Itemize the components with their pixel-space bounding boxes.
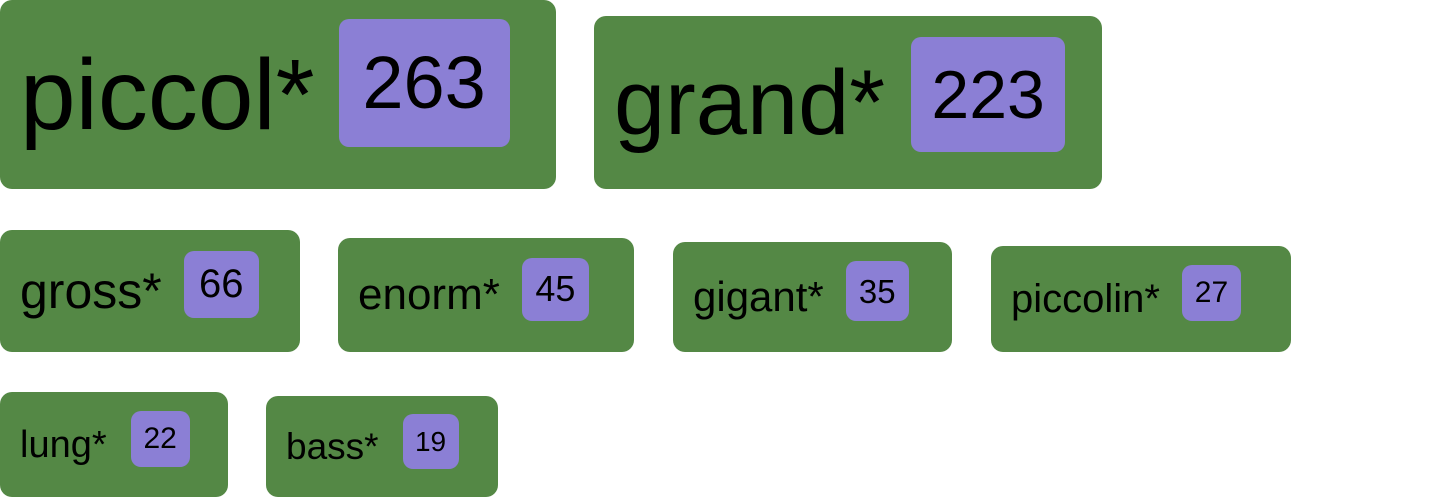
tag-label: gross*: [20, 263, 162, 319]
tag-count-badge: 22: [130, 410, 190, 467]
tag-label: gigant*: [693, 273, 824, 320]
tag-label: piccol*: [20, 38, 315, 151]
tag-label: grand*: [614, 51, 886, 154]
tag-count-badge: 263: [338, 18, 510, 147]
tag-bass[interactable]: bass* 19: [266, 396, 498, 497]
tag-count-badge: 66: [183, 250, 259, 318]
tag-count-badge: 27: [1181, 265, 1241, 321]
tag-gross[interactable]: gross* 66: [0, 230, 300, 352]
tag-gigant[interactable]: gigant* 35: [673, 242, 952, 352]
tag-label: piccolin*: [1011, 277, 1160, 321]
tag-lung[interactable]: lung* 22: [0, 392, 228, 497]
tag-count-badge: 35: [845, 261, 909, 321]
tag-enorm[interactable]: enorm* 45: [338, 238, 634, 352]
tag-label: bass*: [286, 426, 379, 467]
tag-piccol[interactable]: piccol*263: [0, 0, 556, 189]
tag-piccolin[interactable]: piccolin* 27: [991, 246, 1291, 352]
tag-count-badge: 223: [911, 37, 1066, 152]
tag-label: enorm*: [358, 270, 500, 319]
tag-label: lung*: [20, 423, 107, 466]
tag-count-badge: 45: [521, 257, 589, 321]
tag-grand[interactable]: grand*223: [594, 16, 1102, 189]
tag-count-badge: 19: [402, 414, 459, 469]
